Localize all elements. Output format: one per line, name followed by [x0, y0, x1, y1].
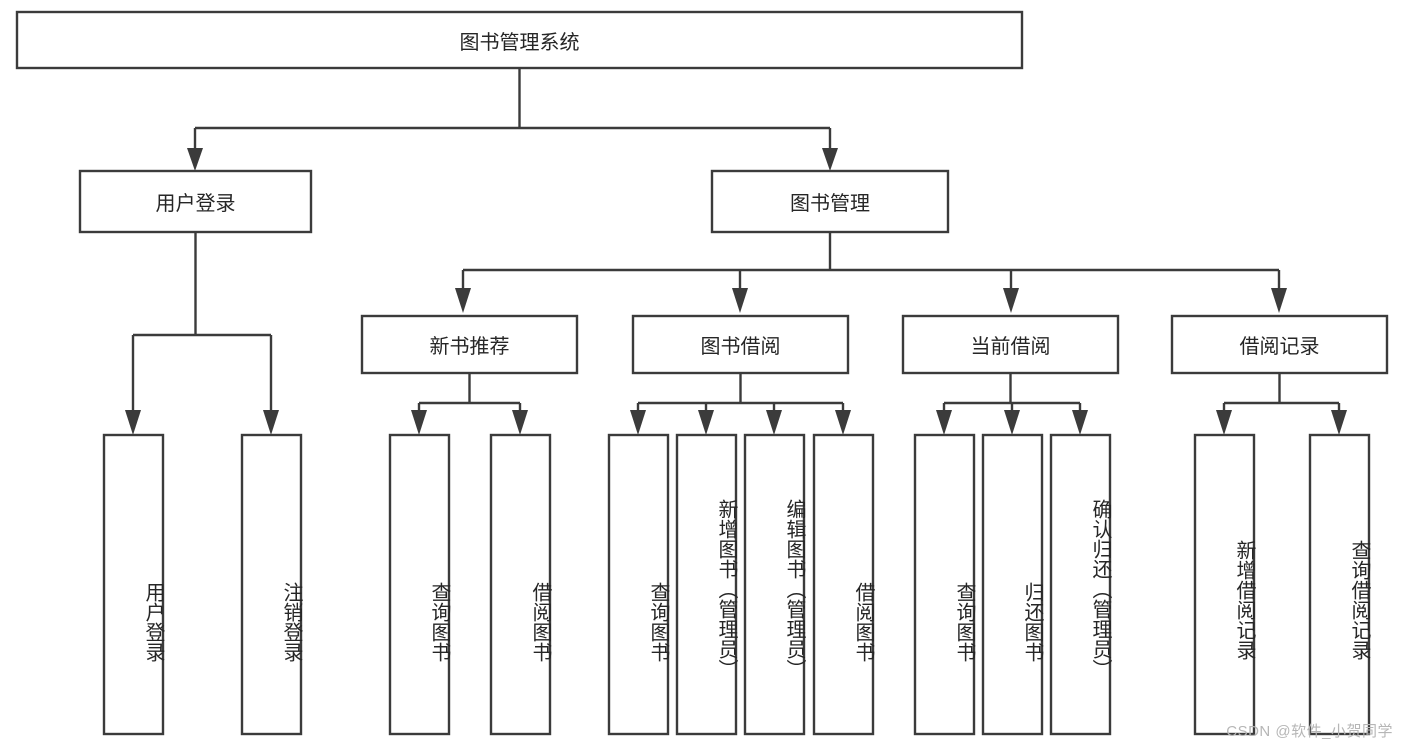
leaf-box-new-books-0[interactable] [388, 433, 451, 736]
node-book-mgmt-box[interactable] [710, 169, 950, 234]
arrowhead-current-borrow-leaf-2 [1072, 410, 1088, 435]
leaf-box-book-borrow-2[interactable] [743, 433, 806, 736]
arrowhead-user-login-leaf-0 [125, 410, 141, 435]
leaf-box-borrow-record-0[interactable] [1193, 433, 1256, 736]
leaf-box-current-borrow-0[interactable] [913, 433, 976, 736]
arrowhead-l3-new-books [455, 288, 471, 313]
arrowhead-borrow-record-leaf-1 [1331, 410, 1347, 435]
arrowhead-borrow-record-leaf-0 [1216, 410, 1232, 435]
arrowhead-user-login-leaf-1 [263, 410, 279, 435]
leaf-box-user-login-0[interactable] [102, 433, 165, 736]
leaf-box-user-login-1[interactable] [240, 433, 303, 736]
arrowhead-to-book-mgmt [822, 148, 838, 171]
arrowhead-to-user-login [187, 148, 203, 171]
leaf-box-book-borrow-3[interactable] [812, 433, 875, 736]
node-current-borrow-box[interactable] [901, 314, 1120, 375]
csdn-watermark: CSDN @软件_小贺同学 [1226, 723, 1393, 740]
node-borrow-record-box[interactable] [1170, 314, 1389, 375]
node-book-borrow-box[interactable] [631, 314, 850, 375]
node-root-box[interactable] [15, 10, 1024, 70]
node-user-login-box[interactable] [78, 169, 313, 234]
arrowhead-book-borrow-leaf-3 [835, 410, 851, 435]
leaf-box-book-borrow-0[interactable] [607, 433, 670, 736]
arrowhead-l3-book-borrow [732, 288, 748, 313]
arrowhead-l3-current-borrow [1003, 288, 1019, 313]
arrowhead-current-borrow-leaf-1 [1004, 410, 1020, 435]
arrowhead-book-borrow-leaf-0 [630, 410, 646, 435]
arrowhead-book-borrow-leaf-1 [698, 410, 714, 435]
arrowhead-new-books-leaf-1 [512, 410, 528, 435]
leaf-box-current-borrow-2[interactable] [1049, 433, 1112, 736]
arrowhead-l3-borrow-record [1271, 288, 1287, 313]
leaf-box-new-books-1[interactable] [489, 433, 552, 736]
arrowhead-book-borrow-leaf-2 [766, 410, 782, 435]
leaf-box-book-borrow-1[interactable] [675, 433, 738, 736]
leaf-box-current-borrow-1[interactable] [981, 433, 1044, 736]
leaf-box-borrow-record-1[interactable] [1308, 433, 1371, 736]
arrowhead-new-books-leaf-0 [411, 410, 427, 435]
arrowhead-current-borrow-leaf-0 [936, 410, 952, 435]
node-new-books-box[interactable] [360, 314, 579, 375]
